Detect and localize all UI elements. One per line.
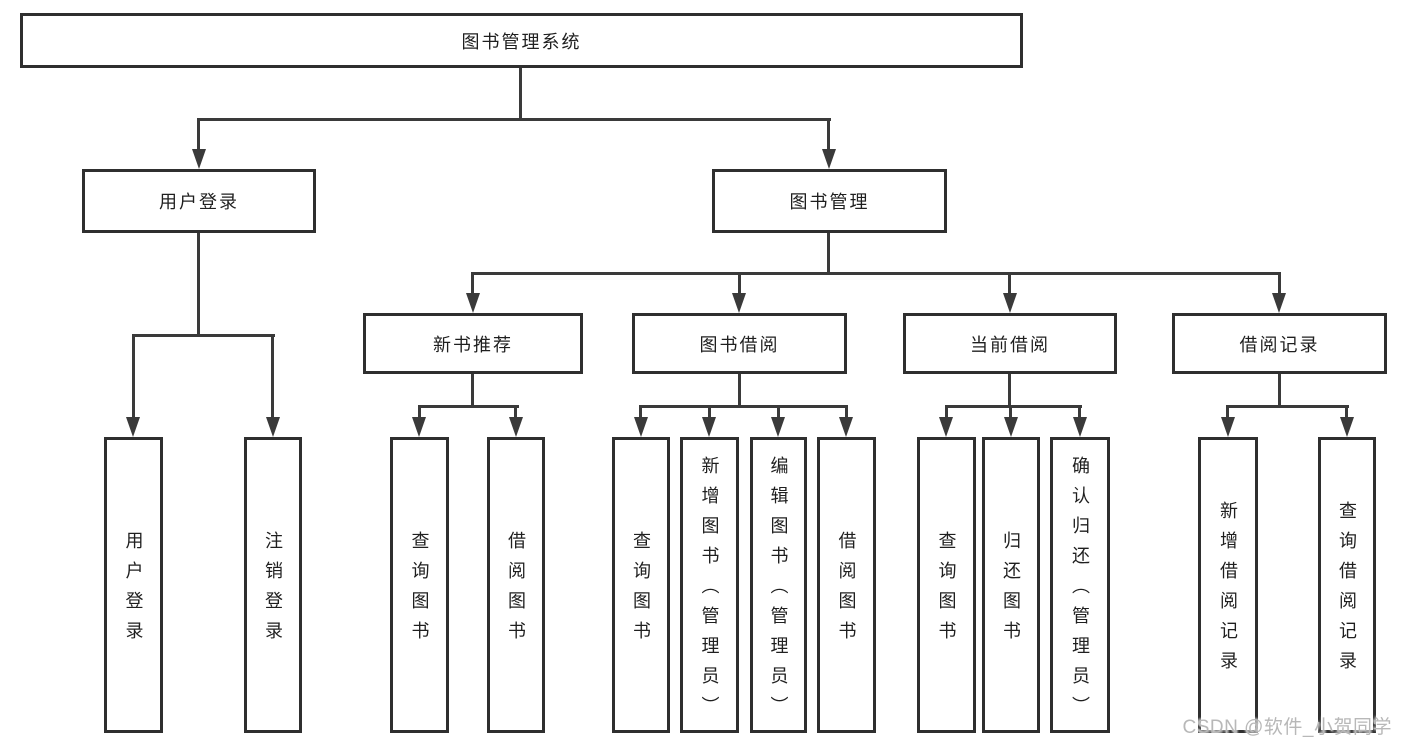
arrowhead-bb-borrow [839,417,853,437]
arrowhead-leaf-login [126,417,140,437]
leaf-nb-borrow: 借阅图书 [487,437,545,733]
connector-borrow-record-split [1226,405,1349,408]
arrowhead-book-borrow [732,293,746,313]
connector-borrow-record-stem [1278,374,1281,408]
arrowhead-leaf-logout [266,417,280,437]
connector-root-stem [519,68,522,118]
connector-drop-user-login [197,118,200,151]
leaf-cb-confirm: 确认归还（管理员） [1050,437,1110,733]
connector-drop-cb-return [1009,405,1012,419]
node-book-mgmt-label: 图书管理 [789,192,870,212]
arrowhead-current-borrow [1003,293,1017,313]
connector-drop-borrow-record [1278,272,1281,295]
arrowhead-br-add [1221,417,1235,437]
arrowhead-nb-borrow [509,417,523,437]
connector-drop-nb-query [418,405,421,419]
leaf-nb-query: 查询图书 [390,437,449,733]
leaf-nb-query-label: 查询图书 [409,531,430,651]
connector-book-borrow-split [639,405,848,408]
connector-drop-cb-confirm [1078,405,1081,419]
arrowhead-user-login [192,149,206,169]
connector-drop-cb-query [945,405,948,419]
leaf-bb-borrow-label: 借阅图书 [836,531,857,651]
leaf-cb-query: 查询图书 [917,437,976,733]
connector-drop-leaf-logout [271,334,274,419]
arrowhead-borrow-record [1272,293,1286,313]
connector-drop-book-mgmt [827,118,830,151]
node-user-login: 用户登录 [82,169,316,233]
csdn-watermark: CSDN @软件_小贺同学 [1182,717,1392,738]
leaf-bb-add-label: 新增图书（管理员） [699,456,720,726]
connector-user-login-split [132,334,275,337]
connector-drop-nb-borrow [514,405,517,419]
node-book-borrow-label: 图书借阅 [699,334,780,355]
arrowhead-bb-query [634,417,648,437]
leaf-logout-label: 注销登录 [263,531,283,651]
leaf-logout: 注销登录 [244,437,302,733]
arrowhead-cb-confirm [1073,417,1087,437]
connector-book-borrow-stem [738,374,741,408]
connector-new-book-stem [471,374,474,408]
leaf-cb-query-label: 查询图书 [936,531,957,651]
leaf-br-add: 新增借阅记录 [1198,437,1258,733]
leaf-cb-return-label: 归还图书 [1001,531,1021,651]
connector-drop-bb-edit [777,405,780,419]
node-new-book: 新书推荐 [363,313,583,374]
connector-drop-book-borrow [738,272,741,295]
leaf-user-login-label: 用户登录 [123,531,144,651]
connector-drop-current-borrow [1008,272,1011,295]
leaf-br-add-label: 新增借阅记录 [1218,501,1238,681]
connector-drop-bb-query [639,405,642,419]
connector-drop-br-add [1226,405,1229,419]
leaf-bb-edit: 编辑图书（管理员） [750,437,807,733]
node-user-login-label: 用户登录 [159,192,239,212]
leaf-bb-add: 新增图书（管理员） [680,437,739,733]
connector-current-borrow-split [945,405,1082,408]
leaf-br-query: 查询借阅记录 [1318,437,1376,733]
connector-new-book-split [418,405,519,408]
connector-drop-leaf-login [132,334,135,419]
connector-drop-br-query [1345,405,1348,419]
leaf-bb-query: 查询图书 [612,437,670,733]
leaf-bb-query-label: 查询图书 [631,531,651,651]
node-book-borrow: 图书借阅 [632,313,847,374]
connector-root-split [197,118,831,121]
arrowhead-book-mgmt [822,149,836,169]
leaf-bb-edit-label: 编辑图书（管理员） [768,456,789,726]
arrowhead-cb-query [939,417,953,437]
node-borrow-record: 借阅记录 [1172,313,1387,374]
node-root: 图书管理系统 [20,13,1023,68]
node-borrow-record-label: 借阅记录 [1239,334,1320,355]
arrowhead-nb-query [412,417,426,437]
node-book-mgmt: 图书管理 [712,169,947,233]
leaf-cb-confirm-label: 确认归还（管理员） [1070,456,1090,726]
arrowhead-bb-edit [771,417,785,437]
arrowhead-bb-add [702,417,716,437]
connector-current-borrow-stem [1008,374,1011,408]
leaf-cb-return: 归还图书 [982,437,1040,733]
arrowhead-new-book [466,293,480,313]
leaf-user-login: 用户登录 [104,437,163,733]
node-current-borrow-label: 当前借阅 [970,334,1050,355]
leaf-bb-borrow: 借阅图书 [817,437,876,733]
node-new-book-label: 新书推荐 [433,334,513,355]
connector-book-mgmt-split [471,272,1281,275]
arrowhead-br-query [1340,417,1354,437]
leaf-br-query-label: 查询借阅记录 [1337,501,1357,681]
connector-book-mgmt-stem [827,233,830,275]
connector-drop-bb-borrow [845,405,848,419]
node-current-borrow: 当前借阅 [903,313,1117,374]
leaf-nb-borrow-label: 借阅图书 [506,531,526,651]
connector-drop-new-book [471,272,474,295]
arrowhead-cb-return [1004,417,1018,437]
connector-user-login-stem [197,233,200,337]
node-root-label: 图书管理系统 [461,31,582,52]
connector-drop-bb-add [708,405,711,419]
